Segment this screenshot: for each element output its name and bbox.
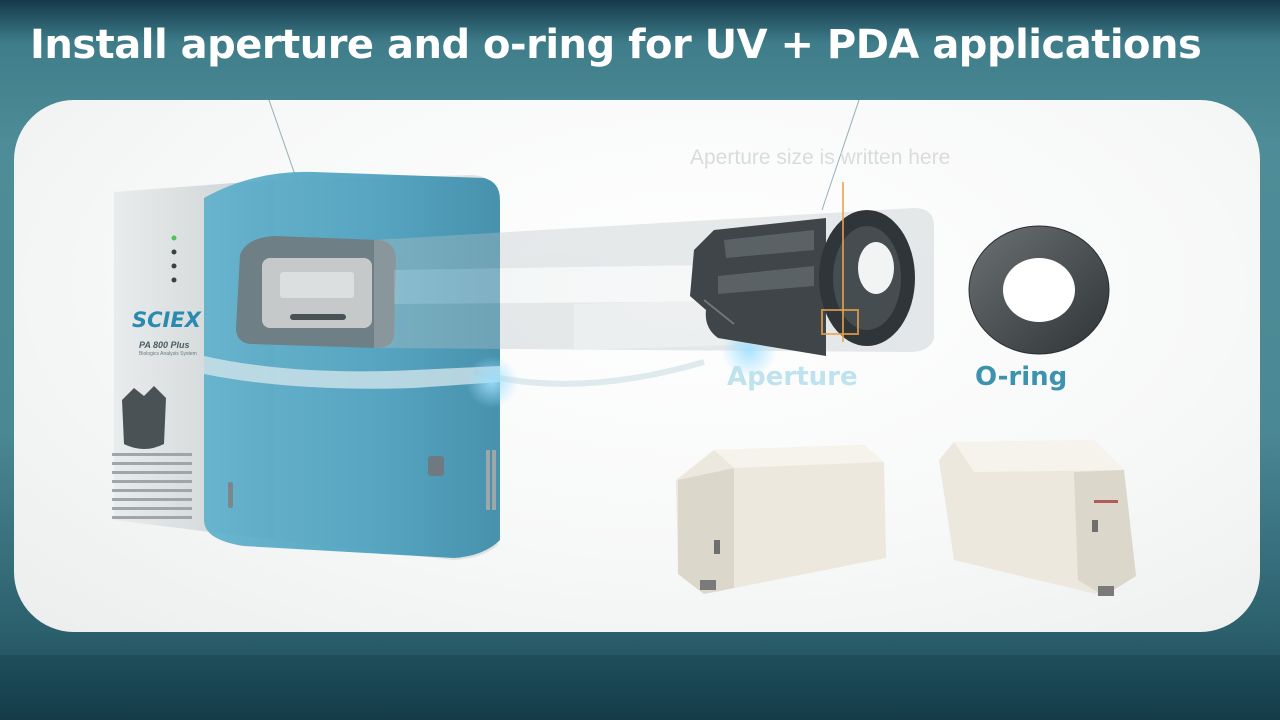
detector-module-2 xyxy=(939,440,1136,596)
aperture-label: Aperture xyxy=(727,362,858,392)
aperture-part xyxy=(690,182,915,356)
light-glow xyxy=(466,356,518,408)
instrument-model-subtitle: Biologics Analysis System xyxy=(139,351,197,357)
instrument-illustration xyxy=(112,171,500,560)
bottom-band xyxy=(0,655,1280,720)
status-light xyxy=(171,277,177,283)
content-panel: Aperture size is written here Aperture O… xyxy=(14,100,1260,632)
status-light xyxy=(171,263,177,269)
aperture-size-note: Aperture size is written here xyxy=(690,146,951,169)
oring-label: O-ring xyxy=(975,362,1068,392)
detector-module-1 xyxy=(676,445,886,594)
instrument-brand: SCIEX xyxy=(132,308,201,332)
slide-title: Install aperture and o-ring for UV + PDA… xyxy=(30,22,1202,68)
instrument-model: PA 800 Plus xyxy=(139,340,190,350)
status-light xyxy=(171,235,177,241)
leader-line xyxy=(821,100,860,211)
oring-part xyxy=(968,225,1110,355)
status-light xyxy=(171,249,177,255)
scene-illustration xyxy=(112,100,1136,596)
